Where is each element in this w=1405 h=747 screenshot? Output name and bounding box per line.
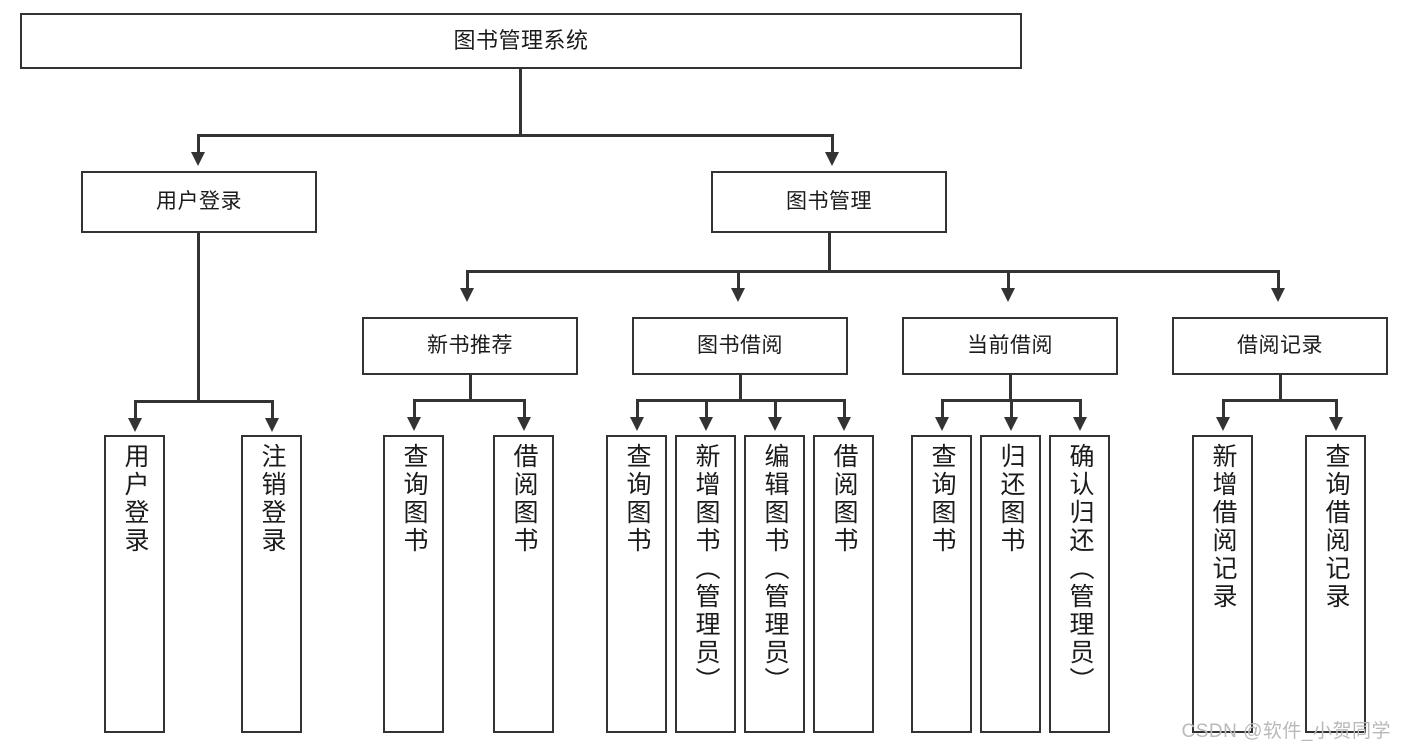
node-book-manage[interactable]: 图书管理 [711, 171, 947, 233]
node-current-borrow-label: 当前借阅 [967, 333, 1053, 357]
arrow-to-leaf-add-record [1216, 417, 1230, 431]
leaf-add-record[interactable]: 新增借阅记录 [1192, 435, 1253, 733]
leaf-confirm-return-label: 确认归还（管理员） [1066, 443, 1094, 695]
leaf-query-book-3-label: 查询图书 [928, 443, 956, 555]
node-borrow-record-label: 借阅记录 [1237, 333, 1323, 357]
connector-level2-drop-book [831, 134, 834, 154]
connector-cb-drop-3 [1079, 399, 1082, 419]
connector-level2-drop-user [197, 134, 200, 154]
connector-user-login-stem [197, 233, 200, 402]
connector-bb-drop-3 [774, 399, 777, 419]
connector-br-drop-1 [1222, 399, 1225, 419]
connector-level3-bus [466, 270, 1280, 273]
connector-level2-bus [197, 134, 833, 137]
node-new-book-recommend[interactable]: 新书推荐 [362, 317, 578, 375]
leaf-logout-login[interactable]: 注销登录 [241, 435, 302, 733]
connector-cb-stem [1009, 375, 1012, 401]
connector-bb-drop-1 [636, 399, 639, 419]
arrow-to-leaf-return-book [1004, 417, 1018, 431]
leaf-query-book-2[interactable]: 查询图书 [606, 435, 667, 733]
connector-nbr-bus [413, 399, 526, 402]
leaf-return-book-label: 归还图书 [997, 443, 1025, 555]
connector-level3-drop-3 [1007, 270, 1010, 290]
leaf-add-book-label: 新增图书（管理员） [692, 443, 720, 695]
arrow-to-leaf-add-book [699, 417, 713, 431]
connector-root-stem [519, 69, 522, 136]
leaf-query-book-2-label: 查询图书 [623, 443, 651, 555]
leaf-borrow-book-2[interactable]: 借阅图书 [813, 435, 874, 733]
connector-nbr-drop-2 [523, 399, 526, 419]
connector-level3-drop-4 [1277, 270, 1280, 290]
leaf-add-book[interactable]: 新增图书（管理员） [675, 435, 736, 733]
connector-bb-stem [739, 375, 742, 401]
connector-level3-drop-1 [466, 270, 469, 290]
connector-user-login-drop-1 [134, 400, 137, 420]
arrow-to-leaf-query-book-2 [630, 417, 644, 431]
node-root[interactable]: 图书管理系统 [20, 13, 1022, 69]
arrow-to-current-borrow [1001, 288, 1015, 302]
arrow-to-leaf-query-book-3 [935, 417, 949, 431]
arrow-to-user-login [191, 152, 205, 166]
arrow-to-leaf-query-book-1 [407, 417, 421, 431]
connector-user-login-drop-2 [271, 400, 274, 420]
node-new-book-recommend-label: 新书推荐 [427, 333, 513, 357]
arrow-to-leaf-edit-book [768, 417, 782, 431]
connector-br-bus [1222, 399, 1338, 402]
connector-nbr-stem [469, 375, 472, 401]
connector-cb-drop-1 [941, 399, 944, 419]
arrow-to-leaf-query-record [1329, 417, 1343, 431]
leaf-query-record[interactable]: 查询借阅记录 [1305, 435, 1366, 733]
leaf-return-book[interactable]: 归还图书 [980, 435, 1041, 733]
arrow-to-book-manage [825, 152, 839, 166]
leaf-query-record-label: 查询借阅记录 [1322, 443, 1350, 611]
arrow-to-new-book-recommend [460, 288, 474, 302]
connector-bb-bus [636, 399, 846, 402]
leaf-borrow-book-1-label: 借阅图书 [510, 443, 538, 555]
leaf-edit-book[interactable]: 编辑图书（管理员） [744, 435, 805, 733]
leaf-query-book-3[interactable]: 查询图书 [911, 435, 972, 733]
connector-bb-drop-4 [843, 399, 846, 419]
connector-bb-drop-2 [705, 399, 708, 419]
connector-br-stem [1279, 375, 1282, 401]
leaf-add-record-label: 新增借阅记录 [1209, 443, 1237, 611]
arrow-to-leaf-borrow-book-1 [517, 417, 531, 431]
connector-book-manage-stem [828, 233, 831, 272]
node-user-login[interactable]: 用户登录 [81, 171, 317, 233]
arrow-to-borrow-record [1271, 288, 1285, 302]
connector-cb-drop-2 [1010, 399, 1013, 419]
node-borrow-record[interactable]: 借阅记录 [1172, 317, 1388, 375]
node-current-borrow[interactable]: 当前借阅 [902, 317, 1118, 375]
arrow-to-leaf-borrow-book-2 [837, 417, 851, 431]
node-book-borrow[interactable]: 图书借阅 [632, 317, 848, 375]
leaf-edit-book-label: 编辑图书（管理员） [761, 443, 789, 695]
leaf-query-book-1[interactable]: 查询图书 [383, 435, 444, 733]
leaf-query-book-1-label: 查询图书 [400, 443, 428, 555]
connector-br-drop-2 [1335, 399, 1338, 419]
leaf-user-login[interactable]: 用户登录 [104, 435, 165, 733]
leaf-borrow-book-2-label: 借阅图书 [830, 443, 858, 555]
arrow-to-book-borrow [731, 288, 745, 302]
node-book-manage-label: 图书管理 [786, 189, 872, 213]
arrow-to-leaf-logout-login [265, 418, 279, 432]
arrow-to-leaf-user-login [128, 418, 142, 432]
leaf-borrow-book-1[interactable]: 借阅图书 [493, 435, 554, 733]
connector-level3-drop-2 [737, 270, 740, 290]
node-book-borrow-label: 图书借阅 [697, 333, 783, 357]
connector-nbr-drop-1 [413, 399, 416, 419]
node-user-login-label: 用户登录 [156, 189, 242, 213]
leaf-confirm-return[interactable]: 确认归还（管理员） [1049, 435, 1110, 733]
connector-user-login-bus [134, 400, 274, 403]
leaf-user-login-label: 用户登录 [121, 443, 149, 555]
arrow-to-leaf-confirm-return [1073, 417, 1087, 431]
leaf-logout-login-label: 注销登录 [258, 443, 286, 555]
node-root-label: 图书管理系统 [453, 28, 589, 54]
